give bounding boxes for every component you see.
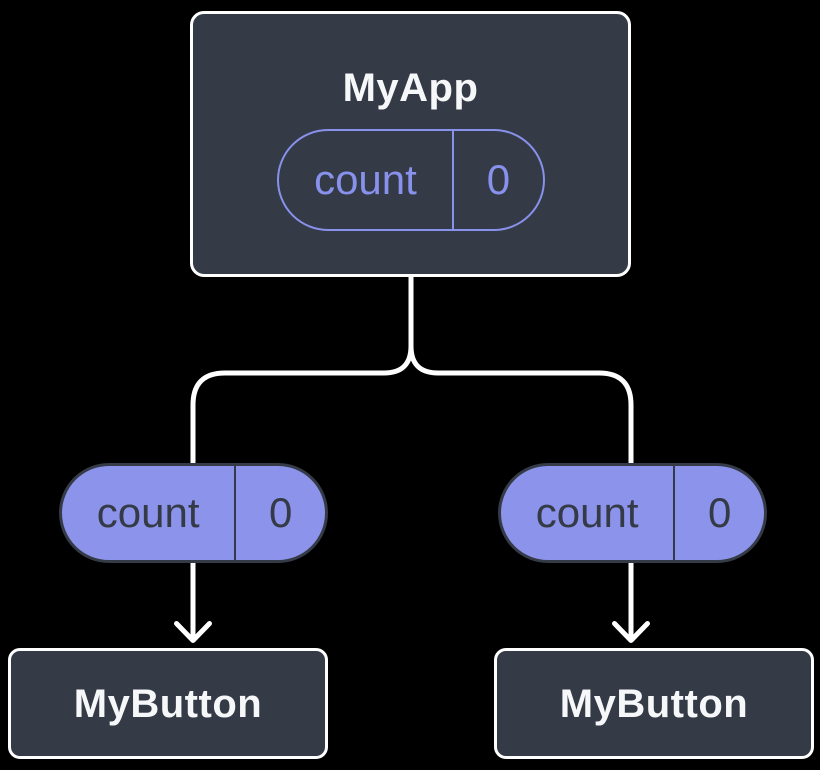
root-component-title: MyApp xyxy=(342,66,479,110)
arrowhead-down-left-icon xyxy=(174,621,212,643)
mybutton-left-title: MyButton xyxy=(73,681,263,726)
prop-pill-right: count 0 xyxy=(498,463,767,563)
mybutton-left-node: MyButton xyxy=(8,648,328,759)
state-value: 0 xyxy=(486,156,511,203)
prop-pill-left: count 0 xyxy=(59,463,328,563)
mybutton-right-title: MyButton xyxy=(559,681,749,726)
branch-left-line xyxy=(190,272,414,639)
prop-value-left: 0 xyxy=(268,489,293,536)
arrowhead-down-right-icon xyxy=(612,621,650,643)
myapp-component-node: MyApp count 0 xyxy=(190,11,631,277)
mybutton-right-node: MyButton xyxy=(494,648,814,759)
prop-name-right: count xyxy=(501,466,676,560)
state-name: count xyxy=(279,131,454,229)
state-pill: count 0 xyxy=(277,129,545,231)
branch-right-line xyxy=(408,272,634,639)
prop-value-right: 0 xyxy=(707,489,732,536)
prop-name-left: count xyxy=(62,466,237,560)
